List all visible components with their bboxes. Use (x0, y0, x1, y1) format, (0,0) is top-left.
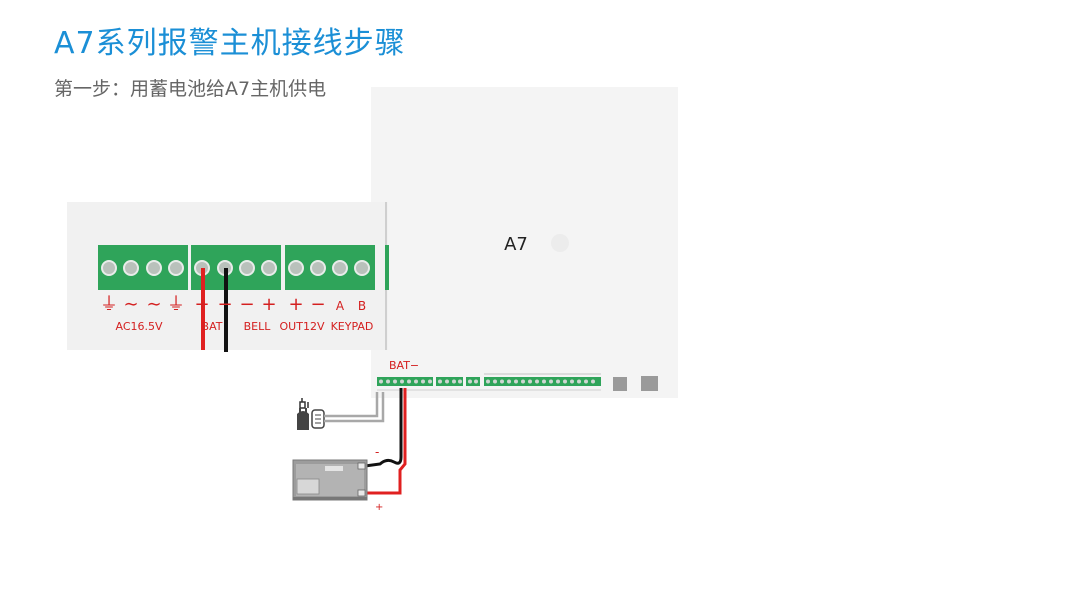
board-connector (641, 376, 658, 391)
terminal-symbol: ∼ (146, 294, 161, 315)
terminal-symbol: − (239, 294, 254, 315)
terminal-group-label: BELL (244, 320, 272, 333)
page-subtitle: 第一步：用蓄电池给A7主机供电 (54, 78, 327, 100)
terminal-block-2 (191, 245, 281, 290)
terminal-symbol: ⏚ (167, 294, 185, 315)
battery-minus-label: - (375, 445, 379, 459)
battery (292, 459, 368, 501)
terminal-block-1 (98, 245, 188, 290)
terminal-symbol: B (358, 299, 366, 313)
power-cable-grey-2 (324, 392, 385, 423)
board-logo-mark (551, 234, 569, 252)
terminal-symbol: + (288, 294, 303, 315)
page-title: A7系列报警主机接线步骤 (54, 26, 406, 61)
terminal-symbol: − (310, 294, 325, 315)
terminal-symbol: ∼ (123, 294, 138, 315)
terminal-symbol: − (217, 294, 232, 315)
terminal-symbol: A (336, 299, 345, 313)
terminal-group-label: AC16.5V (115, 320, 163, 333)
terminal-group-label: KEYPAD (331, 320, 374, 333)
battery-plus-label: + (375, 502, 383, 513)
battery-black-wire (364, 388, 403, 468)
power-cable-grey-1 (324, 392, 379, 418)
board-model-label: A7 (504, 234, 528, 255)
terminal-group-label: OUT12V (280, 320, 325, 333)
board-button (613, 377, 627, 391)
terminal-symbol: + (261, 294, 276, 315)
power-plug-icon (297, 398, 325, 430)
terminal-block-edge (385, 245, 389, 290)
terminal-symbol: + (194, 294, 209, 315)
battery-red-wire (366, 388, 407, 495)
board-terminal-strip (377, 373, 601, 391)
a7-board-panel (371, 87, 678, 398)
terminal-symbol: ⏚ (100, 294, 118, 315)
board-bat-label: BAT− (389, 359, 419, 372)
terminal-group-label: BAT (202, 320, 223, 333)
terminal-block-3 (285, 245, 375, 290)
